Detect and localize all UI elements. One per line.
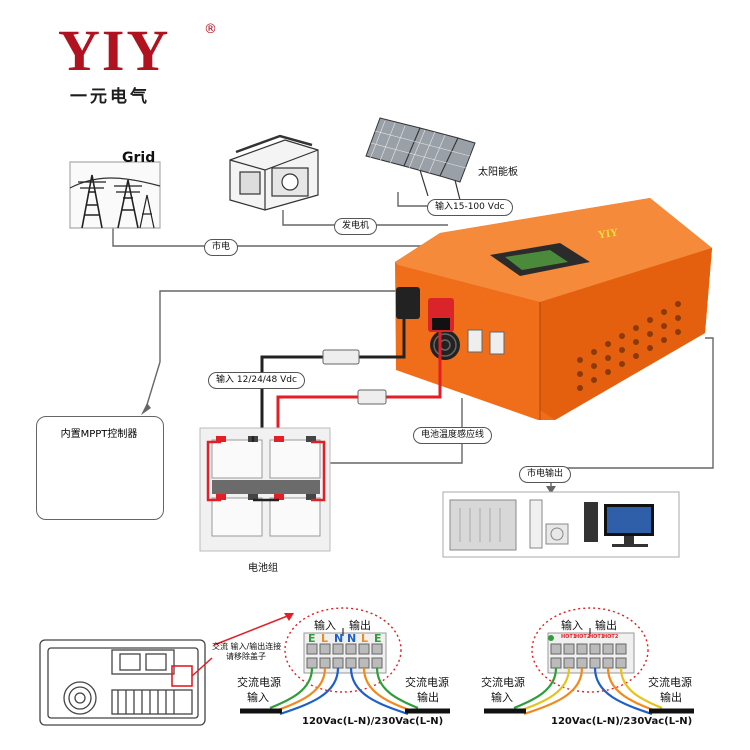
temp-sensor-line xyxy=(303,398,463,464)
right-input-header: 输入 xyxy=(561,619,583,632)
left-input-header: 输入 xyxy=(314,619,336,632)
right-terminal-3: HOT1 xyxy=(589,634,605,640)
connection-lines xyxy=(112,192,714,488)
grid-line xyxy=(112,215,433,247)
mppt-panel xyxy=(36,416,164,520)
inverter-back-panel xyxy=(39,639,206,726)
grid-line-label: 市电 xyxy=(204,239,239,256)
left-voltage-label: 120Vac(L-N)/230Vac(L-N) xyxy=(302,716,444,727)
right-voltage-label: 120Vac(L-N)/230Vac(L-N) xyxy=(551,716,693,727)
left-terminal-1: E xyxy=(308,632,316,645)
inverter-unit xyxy=(395,198,712,420)
generator-line xyxy=(282,210,448,226)
right-terminal-1: HOT1 xyxy=(561,634,577,640)
right-terminal-2: HOT2 xyxy=(575,634,591,640)
left-terminal-3: N xyxy=(334,632,344,645)
left-ac-in-line1: 交流电源 xyxy=(237,676,281,689)
right-ac-out-line2: 输出 xyxy=(660,691,682,704)
left-terminal-4: N xyxy=(347,632,357,645)
brand-logo: YIY ® 一元电气 xyxy=(58,18,217,108)
terminal-block-right xyxy=(531,607,649,693)
registered-mark: ® xyxy=(204,22,217,37)
solar-panels xyxy=(365,117,476,201)
left-ac-in-line2: 输入 xyxy=(247,691,269,704)
output-loads xyxy=(442,491,680,558)
mppt-line xyxy=(159,290,400,362)
callout-arrow xyxy=(284,613,294,621)
solar-input-label: 输入15-100 Vdc xyxy=(427,199,513,216)
battery-bank-label: 电池组 xyxy=(248,563,278,574)
left-output-header: 输出 xyxy=(349,619,371,632)
right-ac-in-line2: 输入 xyxy=(491,691,513,704)
terminal-block-left xyxy=(284,607,402,693)
grid-label: Grid xyxy=(122,150,156,166)
generator xyxy=(229,134,319,211)
left-terminal-6: E xyxy=(374,632,382,645)
battery-bank xyxy=(199,427,331,552)
left-terminal-2: L xyxy=(321,632,329,645)
power-pylons xyxy=(69,161,161,229)
mppt-arrow-head xyxy=(141,403,151,415)
dc-input-label: 输入 12/24/48 Vdc xyxy=(208,372,305,389)
ac-output-label: 市电输出 xyxy=(519,466,572,483)
callout-line xyxy=(213,614,291,646)
output-arrow-head xyxy=(546,486,556,494)
right-output-header: 输出 xyxy=(595,619,617,632)
left-ac-out-line2: 输出 xyxy=(417,691,439,704)
left-ac-out-line1: 交流电源 xyxy=(405,676,449,689)
wiring-note-line1: 交流 输入/输出连接 xyxy=(212,642,282,651)
brand-subtitle: 一元电气 xyxy=(70,87,150,107)
brand-name: YIY xyxy=(58,18,171,83)
wires-right xyxy=(484,667,694,716)
temp-sensor-label: 电池温度感应线 xyxy=(413,427,493,444)
wiring-note-line2: 请移除盖子 xyxy=(226,652,266,661)
mppt-title: 内置MPPT控制器 xyxy=(60,429,138,440)
wires-left xyxy=(240,667,450,716)
mppt-arrow-line xyxy=(145,361,161,409)
generator-label: 发电机 xyxy=(334,218,378,235)
right-ac-in-line1: 交流电源 xyxy=(481,676,525,689)
cover-pointer-line xyxy=(191,657,213,677)
left-terminal-5: L xyxy=(361,632,369,645)
right-terminal-4: HOT2 xyxy=(603,634,619,640)
solar-panel-label: 太阳能板 xyxy=(478,167,518,178)
right-ac-out-line1: 交流电源 xyxy=(648,676,692,689)
